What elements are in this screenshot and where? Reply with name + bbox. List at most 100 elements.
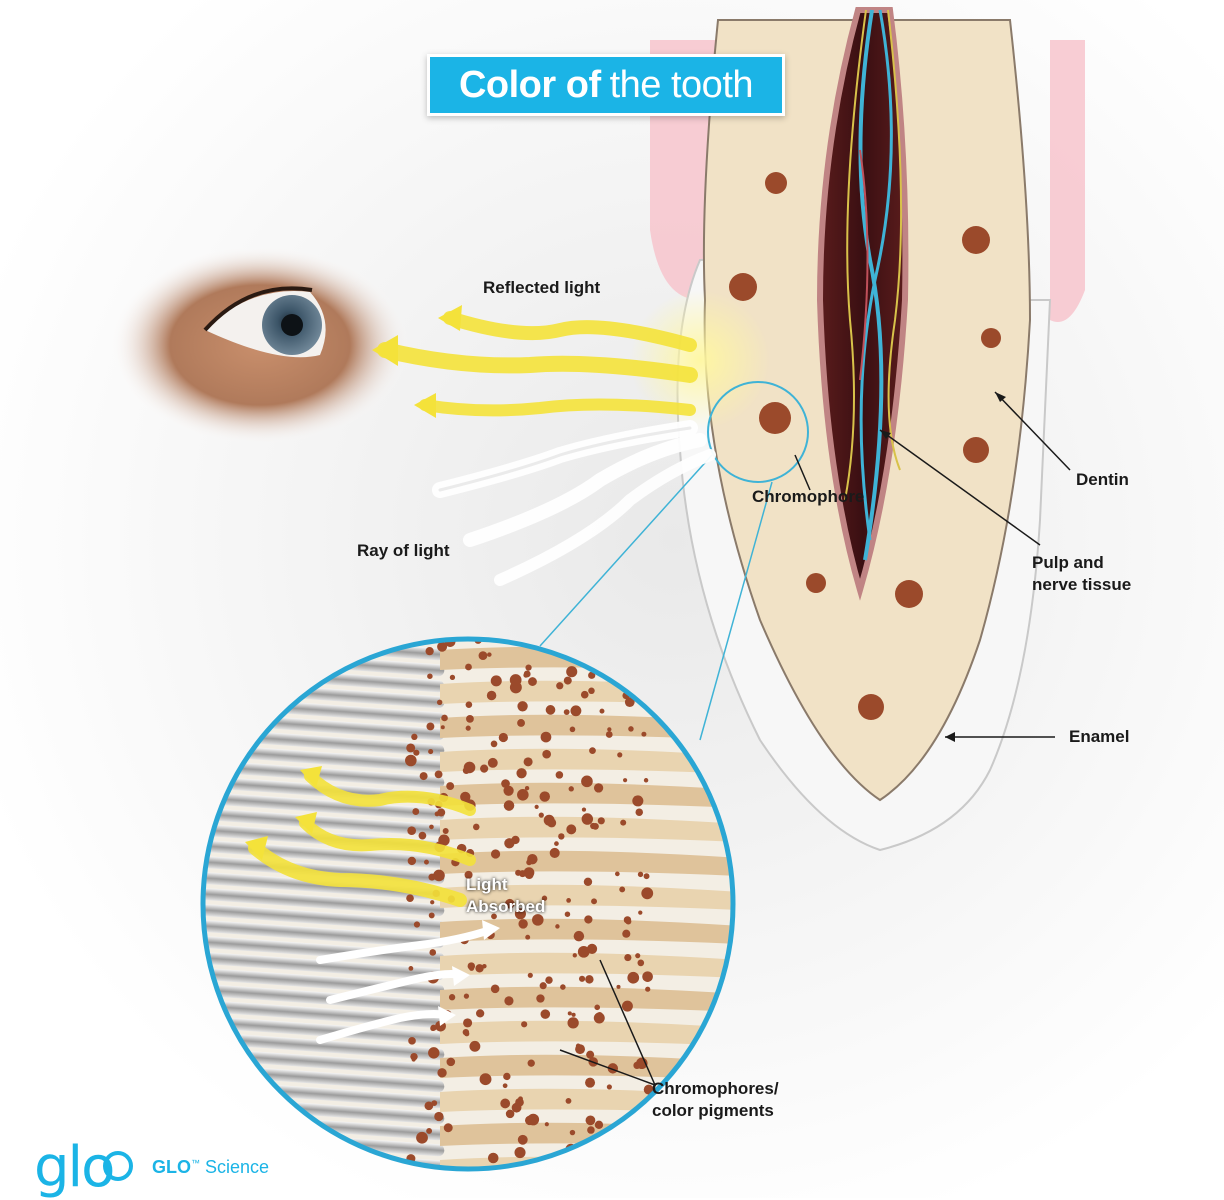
pigment-particle bbox=[476, 1009, 484, 1017]
label-chromophore: Chromophore bbox=[752, 486, 864, 508]
pigment-particle bbox=[550, 848, 560, 858]
pigment-particle bbox=[598, 817, 605, 824]
pigment-particle bbox=[521, 1021, 527, 1027]
pigment-particle bbox=[594, 1005, 600, 1011]
pigment-particle bbox=[545, 976, 552, 983]
pigment-particle bbox=[565, 911, 570, 916]
pigment-particle bbox=[524, 757, 533, 766]
pigment-particle bbox=[500, 1099, 510, 1109]
pigment-particle bbox=[638, 911, 642, 915]
pigment-particle bbox=[585, 975, 593, 983]
pigment-particle bbox=[428, 874, 435, 881]
pigment-particle bbox=[475, 964, 483, 972]
pigment-particle bbox=[587, 944, 597, 954]
pigment-particle bbox=[564, 709, 570, 715]
pigment-particle bbox=[518, 1135, 528, 1145]
pigment-particle bbox=[491, 985, 500, 994]
pigment-particle bbox=[424, 860, 429, 865]
pigment-particle bbox=[425, 647, 433, 655]
pigment-particle bbox=[566, 824, 576, 834]
pigment-particle bbox=[488, 758, 498, 768]
pigment-particle bbox=[517, 701, 527, 711]
pigment-particle bbox=[581, 691, 589, 699]
pigment-particle bbox=[466, 715, 474, 723]
pigment-particle bbox=[545, 1122, 549, 1126]
pigment-particle bbox=[465, 664, 472, 671]
pigment-particle bbox=[504, 996, 513, 1005]
pigment-particle bbox=[444, 1123, 453, 1132]
pigment-particle bbox=[590, 823, 596, 829]
pigment-particle bbox=[635, 808, 643, 816]
pigment-particle bbox=[575, 1044, 585, 1054]
pigment-particle bbox=[625, 919, 631, 925]
pigment-particle bbox=[429, 825, 434, 830]
pigment-particle bbox=[430, 1025, 436, 1031]
pigment-particle bbox=[437, 1068, 446, 1077]
pigment-particle bbox=[491, 675, 502, 686]
pigment-particle bbox=[504, 800, 515, 811]
pigment-particle bbox=[540, 982, 547, 989]
pigment-particle bbox=[570, 1130, 575, 1135]
label-light-absorbed: Light Absorbed bbox=[466, 874, 545, 918]
label-reflected-light: Reflected light bbox=[483, 277, 600, 299]
pigment-particle bbox=[525, 664, 531, 670]
pigment-particle bbox=[427, 673, 432, 678]
pigment-particle bbox=[620, 820, 626, 826]
pigment-particle bbox=[536, 994, 544, 1002]
pigment-particle bbox=[449, 994, 455, 1000]
pigment-particle bbox=[569, 786, 574, 791]
pigment-particle bbox=[479, 651, 488, 660]
pigment-particle bbox=[607, 1084, 612, 1089]
pigment-particle bbox=[491, 741, 498, 748]
pigment-particle bbox=[443, 828, 449, 834]
pigment-particle bbox=[638, 872, 643, 877]
pigment-particle bbox=[542, 750, 551, 759]
pigment-particle bbox=[574, 931, 585, 942]
pigment-particle bbox=[567, 1017, 578, 1028]
pigment-particle bbox=[414, 921, 420, 927]
pigment-particle bbox=[426, 723, 434, 731]
pigment-particle bbox=[430, 900, 434, 904]
pigment-particle bbox=[516, 768, 526, 778]
pigment-particle bbox=[466, 701, 473, 708]
pigment-particle bbox=[587, 1126, 595, 1134]
pigment-particle bbox=[584, 915, 592, 923]
pigment-particle bbox=[469, 966, 474, 971]
pigment-particle bbox=[628, 726, 633, 731]
pigment-particle bbox=[588, 688, 595, 695]
pigment-particle bbox=[573, 953, 577, 957]
pigment-particle bbox=[428, 749, 433, 754]
pigment-particle bbox=[463, 1029, 469, 1035]
pigment-particle bbox=[616, 985, 620, 989]
pigment-particle bbox=[525, 935, 530, 940]
pigment-particle bbox=[514, 1147, 525, 1158]
pigment-particle bbox=[450, 675, 455, 680]
pigment-particle bbox=[641, 732, 646, 737]
pigment-particle bbox=[407, 826, 416, 835]
pigment-particle bbox=[556, 771, 564, 779]
pigment-particle bbox=[572, 1013, 576, 1017]
title-banner: Color of the tooth bbox=[427, 54, 785, 116]
pigment-particle bbox=[434, 1112, 443, 1121]
pigment-particle bbox=[564, 677, 572, 685]
logo-brand: GLO bbox=[152, 1157, 191, 1177]
pigment-particle bbox=[499, 733, 508, 742]
pigment-particle bbox=[518, 919, 527, 928]
pigment-particle bbox=[446, 782, 454, 790]
pigment-particle bbox=[461, 845, 465, 849]
pigment-particle bbox=[517, 789, 529, 801]
label-enamel: Enamel bbox=[1069, 726, 1129, 748]
pigment-particle bbox=[570, 705, 581, 716]
label-pulp-nerve: Pulp and nerve tissue bbox=[1032, 552, 1131, 596]
label-dentin: Dentin bbox=[1076, 469, 1129, 491]
pigment-particle bbox=[518, 1096, 523, 1101]
pigment-particle bbox=[480, 1073, 492, 1085]
title-bold: Color of bbox=[459, 64, 601, 107]
glo-logo-mark: glo bbox=[34, 1140, 113, 1196]
pigment-particle bbox=[615, 872, 620, 877]
pigment-particle bbox=[527, 854, 537, 864]
pigment-particle bbox=[523, 673, 528, 678]
pigment-particle bbox=[503, 1073, 510, 1080]
